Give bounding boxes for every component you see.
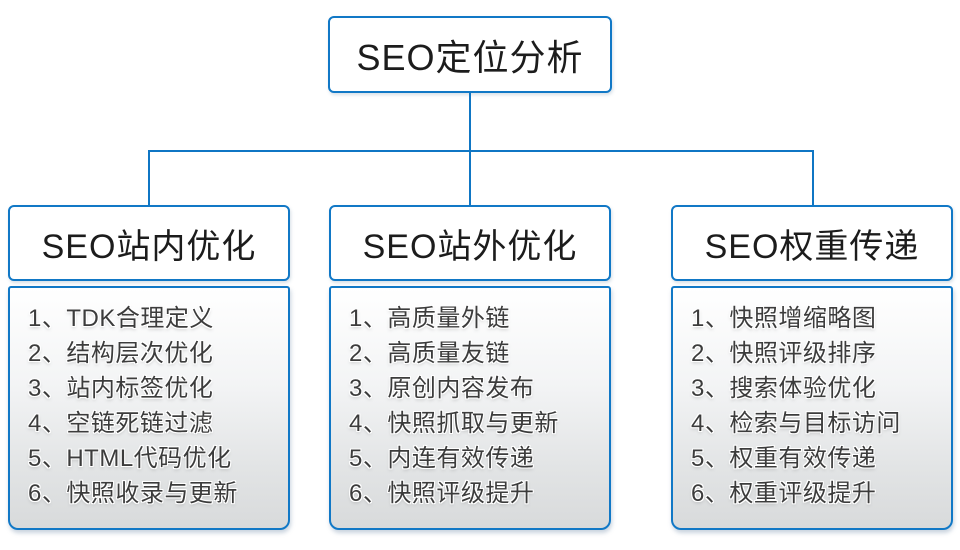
- list-item: 5、权重有效传递: [691, 445, 877, 472]
- connector-drop-left: [148, 150, 150, 207]
- list-item: 1、TDK合理定义: [28, 305, 214, 332]
- root-node-seo-positioning: SEO定位分析: [328, 16, 612, 93]
- list-item: 1、快照增缩略图: [691, 305, 877, 332]
- list-item: 2、高质量友链: [349, 340, 510, 367]
- column-list-box-offsite: 1、高质量外链 2、高质量友链 3、原创内容发布 4、快照抓取与更新 5、内连有效传递 6…: [329, 286, 611, 530]
- column-header-weight: SEO权重传递: [671, 205, 953, 281]
- column-title: SEO站外优化: [362, 227, 578, 266]
- column-item-list: 1、TDK合理定义 2、结构层次优化 3、站内标签优化 4、空链死链过滤 5、HTML代…: [28, 301, 280, 511]
- root-node-title: SEO定位分析: [356, 36, 584, 78]
- connector-root-stem: [469, 93, 471, 151]
- column-onsite-seo: SEO站内优化 1、TDK合理定义 2、结构层次优化 3、站内标签优化 4、空链死链过…: [8, 205, 290, 530]
- column-header-onsite: SEO站内优化: [8, 205, 290, 281]
- column-header-offsite: SEO站外优化: [329, 205, 611, 281]
- list-item: 6、快照评级提升: [349, 480, 535, 507]
- connector-drop-right: [812, 150, 814, 207]
- list-item: 5、内连有效传递: [349, 445, 535, 472]
- column-item-list: 1、高质量外链 2、高质量友链 3、原创内容发布 4、快照抓取与更新 5、内连有效传递 6…: [349, 301, 601, 511]
- list-item: 2、快照评级排序: [691, 340, 877, 367]
- list-item: 2、结构层次优化: [28, 340, 214, 367]
- list-item: 4、快照抓取与更新: [349, 410, 559, 437]
- list-item: 3、原创内容发布: [349, 375, 535, 402]
- list-item: 1、高质量外链: [349, 305, 510, 332]
- list-item: 5、HTML代码优化: [28, 445, 232, 472]
- list-item: 4、检索与目标访问: [691, 410, 901, 437]
- column-weight-transfer: SEO权重传递 1、快照增缩略图 2、快照评级排序 3、搜索体验优化 4、检索与目标访…: [671, 205, 953, 530]
- list-item: 6、权重评级提升: [691, 480, 877, 507]
- column-title: SEO站内优化: [41, 227, 257, 266]
- connector-drop-center: [469, 150, 471, 207]
- column-title: SEO权重传递: [704, 227, 920, 266]
- column-item-list: 1、快照增缩略图 2、快照评级排序 3、搜索体验优化 4、检索与目标访问 5、权重有效传…: [691, 301, 943, 511]
- column-offsite-seo: SEO站外优化 1、高质量外链 2、高质量友链 3、原创内容发布 4、快照抓取与更新 5…: [329, 205, 611, 530]
- column-list-box-weight: 1、快照增缩略图 2、快照评级排序 3、搜索体验优化 4、检索与目标访问 5、权重有效传…: [671, 286, 953, 530]
- connector-horizontal-rail: [148, 150, 814, 152]
- list-item: 3、搜索体验优化: [691, 375, 877, 402]
- list-item: 3、站内标签优化: [28, 375, 214, 402]
- list-item: 4、空链死链过滤: [28, 410, 214, 437]
- column-list-box-onsite: 1、TDK合理定义 2、结构层次优化 3、站内标签优化 4、空链死链过滤 5、HTML代…: [8, 286, 290, 530]
- list-item: 6、快照收录与更新: [28, 480, 238, 507]
